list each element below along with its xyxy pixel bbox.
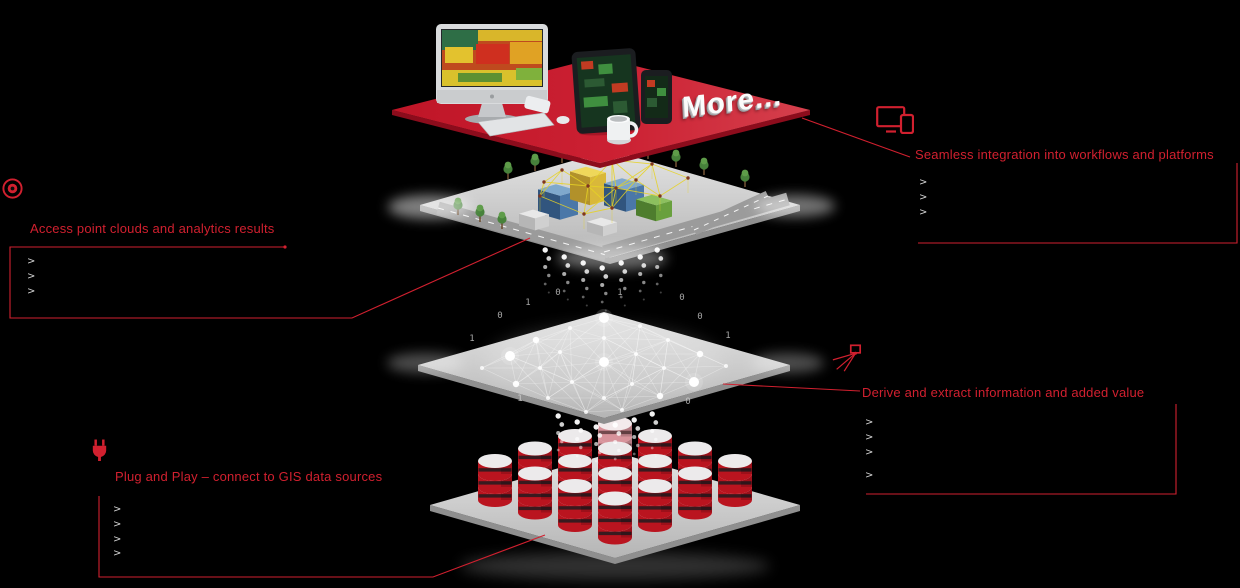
bullet: > <box>865 417 874 428</box>
device-platform <box>392 24 810 168</box>
svg-text:1: 1 <box>617 288 622 298</box>
annotation-title: Access point clouds and analytics result… <box>30 221 275 236</box>
svg-text:0: 0 <box>679 293 684 303</box>
bullet: > <box>865 431 874 443</box>
bullet: > <box>865 470 874 482</box>
svg-text:0: 0 <box>497 311 502 321</box>
bullet-list: > > > > <box>865 416 873 484</box>
roads <box>436 191 790 262</box>
bullet: > <box>27 270 36 282</box>
bullet: > <box>919 177 928 188</box>
bullet: > <box>113 504 122 515</box>
bullet: > <box>113 548 122 560</box>
database-layer <box>430 416 800 580</box>
bullet: > <box>919 191 928 203</box>
svg-text:0: 0 <box>697 312 702 322</box>
plug-icon <box>89 438 110 463</box>
connector-lines <box>9 117 1238 578</box>
devices-icon <box>876 106 914 134</box>
target-icon <box>1 177 24 200</box>
keyboard <box>477 112 555 137</box>
bullet-list: > > > <box>919 176 927 220</box>
annotation-title: Seamless integration into workflows and … <box>915 147 1214 162</box>
svg-text:1: 1 <box>725 331 730 341</box>
svg-text:1: 1 <box>517 394 522 404</box>
smartphone <box>641 70 672 124</box>
laser-scanner-icon <box>831 343 863 373</box>
point-cloud-network <box>480 309 728 414</box>
annotation-title: Derive and extract information and added… <box>862 385 1145 400</box>
svg-text:0: 0 <box>685 397 690 407</box>
bullet: > <box>113 518 122 530</box>
svg-text:1: 1 <box>469 334 474 344</box>
bullet: > <box>27 256 36 267</box>
bullet: > <box>27 285 36 297</box>
annotation-title: Plug and Play – connect to GIS data sour… <box>115 469 383 484</box>
mouse <box>556 116 570 124</box>
svg-text:0: 0 <box>555 288 560 298</box>
pointcloud-layer: 0 1 0 1 0 1 0 1 0 1 <box>387 288 824 424</box>
bullet-list: > > > <box>27 255 35 299</box>
bullet: > <box>113 533 122 545</box>
bullet-list: > > > > <box>113 503 121 562</box>
data-stream-lower <box>555 411 659 471</box>
svg-text:1: 1 <box>525 298 530 308</box>
phone-flat <box>524 95 551 114</box>
database-stacks <box>478 416 752 545</box>
data-stream-upper <box>542 247 664 312</box>
binary-digits: 0 1 0 1 0 1 0 1 0 1 <box>469 288 730 407</box>
city-layer <box>388 141 835 270</box>
desktop-computer <box>436 24 548 124</box>
coffee-mug <box>607 115 639 145</box>
bullet: > <box>865 446 874 458</box>
bullet: > <box>919 206 928 218</box>
